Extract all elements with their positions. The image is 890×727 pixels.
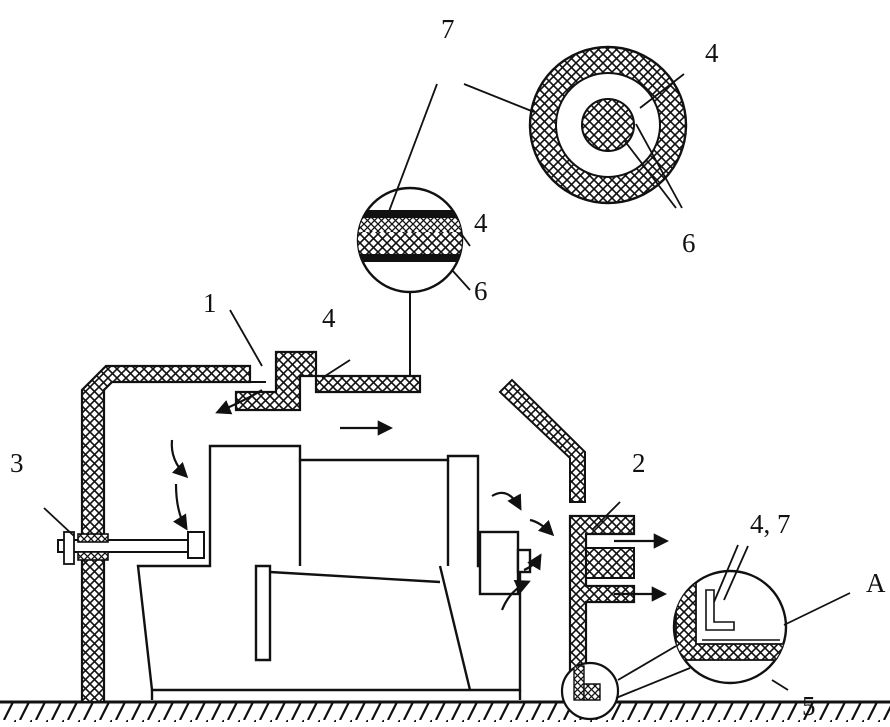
machine [136, 444, 532, 700]
label-4-7: 4, 7 [750, 509, 791, 539]
enclosure-top-vent-baffle [234, 350, 422, 412]
label-a: A [866, 568, 886, 598]
label-6-ring: 6 [682, 228, 696, 258]
detail-floor-seal [560, 645, 691, 721]
airflow-arrows [170, 389, 670, 611]
detail-a-corner [672, 569, 788, 685]
detail-layered-material [356, 186, 464, 376]
leader-lines [43, 73, 851, 691]
detail-round-duct-section [528, 45, 688, 205]
label-4-ring: 4 [705, 38, 719, 68]
label-4-panel: 4 [322, 303, 336, 333]
label-4-layers: 4 [474, 208, 488, 238]
shaft-through-wall [57, 531, 205, 565]
label-3: 3 [10, 448, 24, 478]
label-1: 1 [203, 288, 217, 318]
label-7: 7 [441, 14, 455, 44]
labels: 1 4 7 4 4 6 6 3 2 4, 7 A 5 [10, 14, 886, 721]
label-6-layers: 6 [474, 276, 488, 306]
label-2: 2 [632, 448, 646, 478]
label-5: 5 [802, 691, 816, 721]
floor [0, 700, 890, 722]
